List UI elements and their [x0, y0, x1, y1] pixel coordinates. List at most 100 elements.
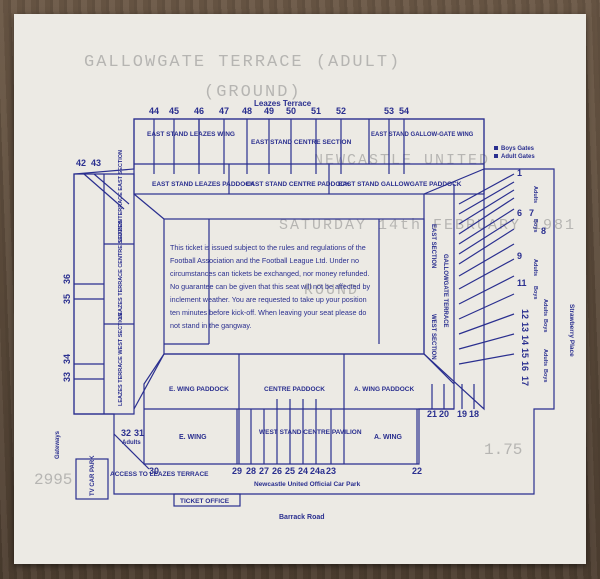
svg-text:Adults: Adults: [542, 299, 548, 316]
ghost-line-4: SATURDAY 14th FEBRUARY 1981: [279, 217, 576, 234]
tv-car-park-label: TV CAR PARK: [90, 455, 96, 496]
section-e-wing: E. WING: [179, 434, 207, 441]
svg-text:Adults: Adults: [542, 349, 548, 366]
svg-text:24: 24: [298, 466, 308, 476]
gateways-label: Gateways: [55, 430, 61, 459]
svg-text:20: 20: [439, 409, 449, 419]
gate-legend: Boys Gates Adult Gates: [494, 146, 535, 160]
section-east-gallowgate-paddock: EAST STAND GALLOWGATE PADDOCK: [338, 181, 462, 188]
strawberry-place: Strawberry Place: [568, 304, 575, 357]
svg-text:18: 18: [469, 409, 479, 419]
section-gallowgate-east: EAST SECTION: [430, 224, 436, 268]
svg-text:Boys: Boys: [532, 219, 538, 232]
svg-text:14: 14: [520, 335, 530, 345]
svg-text:29: 29: [232, 466, 242, 476]
svg-text:Adults: Adults: [532, 186, 538, 203]
tv-car-park: [75, 458, 109, 500]
svg-text:35: 35: [62, 294, 72, 304]
east-stand: [133, 118, 485, 195]
section-gallowgate-terrace: GALLOWGATE TERRACE: [442, 254, 448, 328]
legend-adult-gates: Adult Gates: [501, 154, 535, 160]
svg-text:45: 45: [169, 106, 179, 116]
svg-text:32: 32: [121, 428, 131, 438]
ticket-office-label: TICKET OFFICE: [180, 498, 230, 505]
svg-text:9: 9: [517, 251, 522, 261]
svg-text:17: 17: [520, 376, 530, 386]
svg-text:19: 19: [457, 409, 467, 419]
ghost-line-1: GALLOWGATE TERRACE (ADULT): [84, 53, 401, 72]
adults-label: Adults: [122, 440, 141, 446]
ticket-office: [173, 493, 241, 507]
svg-text:ten minutes before kick-off. W: ten minutes before kick-off. When leavin…: [170, 308, 366, 317]
svg-text:49: 49: [264, 106, 274, 116]
leazes-terrace: [73, 173, 135, 415]
svg-text:33: 33: [62, 372, 72, 382]
gate-labels-top: 44 45 46 47 48 49 50 51 52 53 54: [149, 106, 409, 116]
svg-text:48: 48: [242, 106, 252, 116]
car-park-label: Newcastle United Official Car Park: [254, 481, 361, 488]
legend-boys-gates: Boys Gates: [501, 146, 535, 152]
svg-text:54: 54: [399, 106, 409, 116]
svg-text:22: 22: [412, 466, 422, 476]
svg-text:46: 46: [194, 106, 204, 116]
svg-text:13: 13: [520, 322, 530, 332]
svg-text:Boys: Boys: [542, 319, 548, 332]
section-leazes-centre: LEAZES TERRACE CENTRE SECTION: [118, 219, 124, 319]
reverse-print: GALLOWGATE TERRACE (ADULT) (GROUND) NEWC…: [34, 53, 576, 489]
ghost-serial: 2995: [34, 471, 72, 489]
svg-text:inclement weather. You are req: inclement weather. You are requested to …: [170, 295, 367, 304]
svg-text:51: 51: [311, 106, 321, 116]
section-east-gallowgate-wing: EAST STAND GALLOW-GATE WING: [371, 132, 474, 138]
svg-text:36: 36: [62, 274, 72, 284]
svg-text:21: 21: [427, 409, 437, 419]
svg-text:47: 47: [219, 106, 229, 116]
svg-text:24a: 24a: [310, 466, 326, 476]
boys-gate-swatch: [494, 146, 498, 150]
svg-text:34: 34: [62, 354, 72, 364]
section-leazes-west: LEAZES TERRACE WEST SECTION: [118, 313, 124, 406]
svg-text:Adults: Adults: [532, 259, 538, 276]
gallowgate-terrace: [423, 168, 485, 411]
svg-text:31: 31: [134, 428, 144, 438]
ghost-line-5: ROUND: [304, 282, 359, 299]
section-centre-paddock: CENTRE PADDOCK: [264, 386, 325, 393]
svg-text:1: 1: [517, 168, 522, 178]
bottom-gate-arrows: [236, 384, 475, 464]
svg-text:30: 30: [149, 466, 159, 476]
top-title: Leazes Terrace: [254, 99, 312, 108]
left-gate-arrows: [74, 173, 130, 380]
svg-text:Boys: Boys: [532, 286, 538, 299]
svg-text:15: 15: [520, 348, 530, 358]
svg-text:23: 23: [326, 466, 336, 476]
gate-labels-right: 1 6 7 8 9 11 12 13 14 15 16 17: [517, 168, 546, 386]
svg-text:Football Association and the F: Football Association and the Football Le…: [170, 256, 359, 265]
section-west-stand-centre: WEST STAND CENTRE PAVILION: [259, 429, 362, 436]
ghost-line-2: (GROUND): [204, 83, 302, 102]
ghost-price: 1.75: [484, 441, 522, 459]
svg-text:circumstances can tickets be e: circumstances can tickets be exchanged, …: [170, 269, 369, 278]
barrack-road: Barrack Road: [279, 514, 325, 521]
svg-text:28: 28: [246, 466, 256, 476]
conditions-notice: This ticket is issued subject to the rul…: [170, 243, 370, 330]
adult-gate-swatch: [494, 154, 498, 158]
section-a-wing-paddock: A. WING PADDOCK: [354, 386, 414, 393]
svg-text:16: 16: [520, 361, 530, 371]
gate-labels-left: 42 43 35 36 33 34: [62, 158, 101, 382]
svg-text:No guarantee can be given that: No guarantee can be given that this seat…: [170, 282, 370, 291]
ground-boundary: [73, 118, 555, 495]
section-east-centre: EAST STAND CENTRE SECTION: [251, 139, 352, 146]
svg-text:6: 6: [517, 208, 522, 218]
stadium-plan: GALLOWGATE TERRACE (ADULT) (GROUND) NEWC…: [34, 53, 576, 521]
svg-text:42: 42: [76, 158, 86, 168]
section-east-leazes-paddock: EAST STAND LEAZES PADDOCK: [152, 181, 255, 188]
svg-text:12: 12: [520, 309, 530, 319]
svg-text:This ticket is issued subject: This ticket is issued subject to the rul…: [170, 243, 366, 252]
ghost-line-3: NEWCASTLE UNITED: [314, 152, 490, 169]
gate-type-words: Adults Boys Adults Boys Adults Boys Adul…: [532, 186, 548, 382]
access-label: ACCESS TO LEAZES TERRACE: [110, 471, 209, 478]
top-gate-arrows: [153, 119, 405, 174]
svg-text:27: 27: [259, 466, 269, 476]
svg-text:25: 25: [285, 466, 295, 476]
section-leazes-east: LEAZES TERRACE EAST SECTION: [118, 150, 124, 242]
section-gallowgate-west: WEST SECTION: [430, 314, 436, 360]
